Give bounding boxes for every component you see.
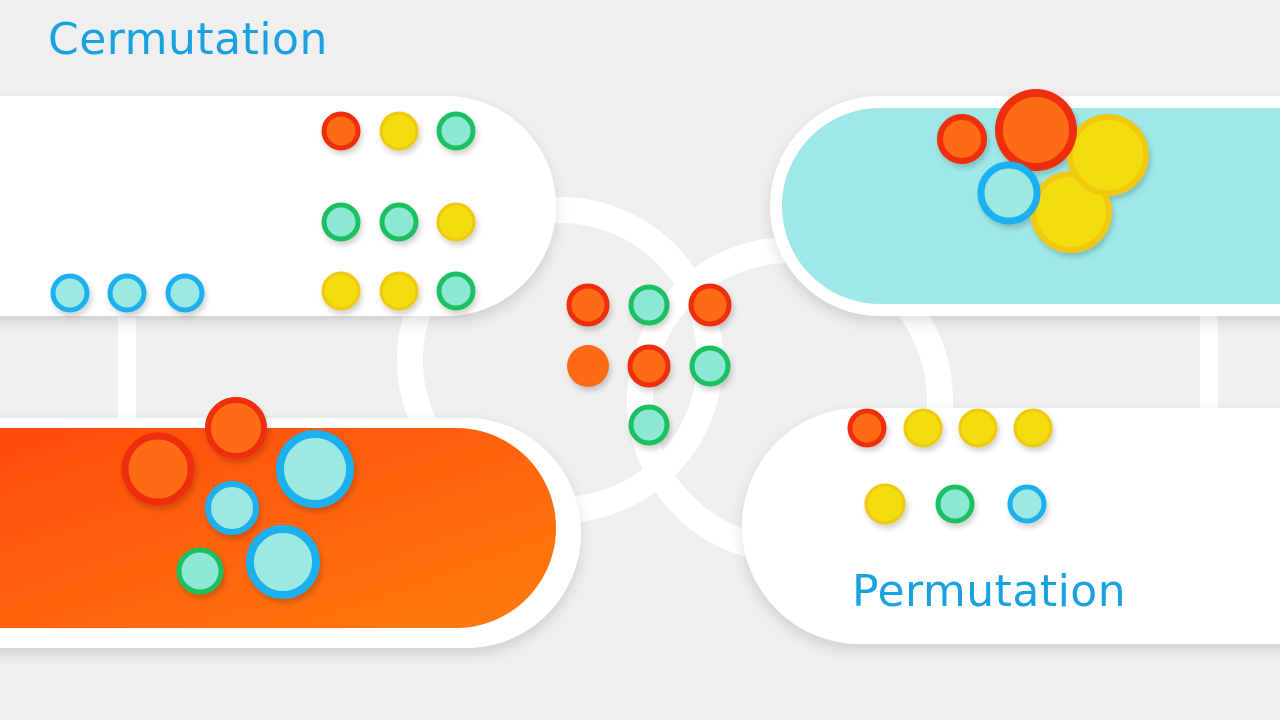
bottom-left-dots	[121, 397, 354, 599]
top-right-dots	[937, 89, 1149, 253]
center-dots	[566, 283, 732, 446]
bottom-right-dots	[847, 408, 1053, 525]
bottom-right-panel	[742, 408, 1280, 644]
title-permutation: Permutation	[852, 566, 1127, 617]
title-cermutation: Cermutation	[48, 14, 328, 65]
top-left-dots	[50, 111, 476, 313]
top-left-panel	[0, 96, 556, 316]
